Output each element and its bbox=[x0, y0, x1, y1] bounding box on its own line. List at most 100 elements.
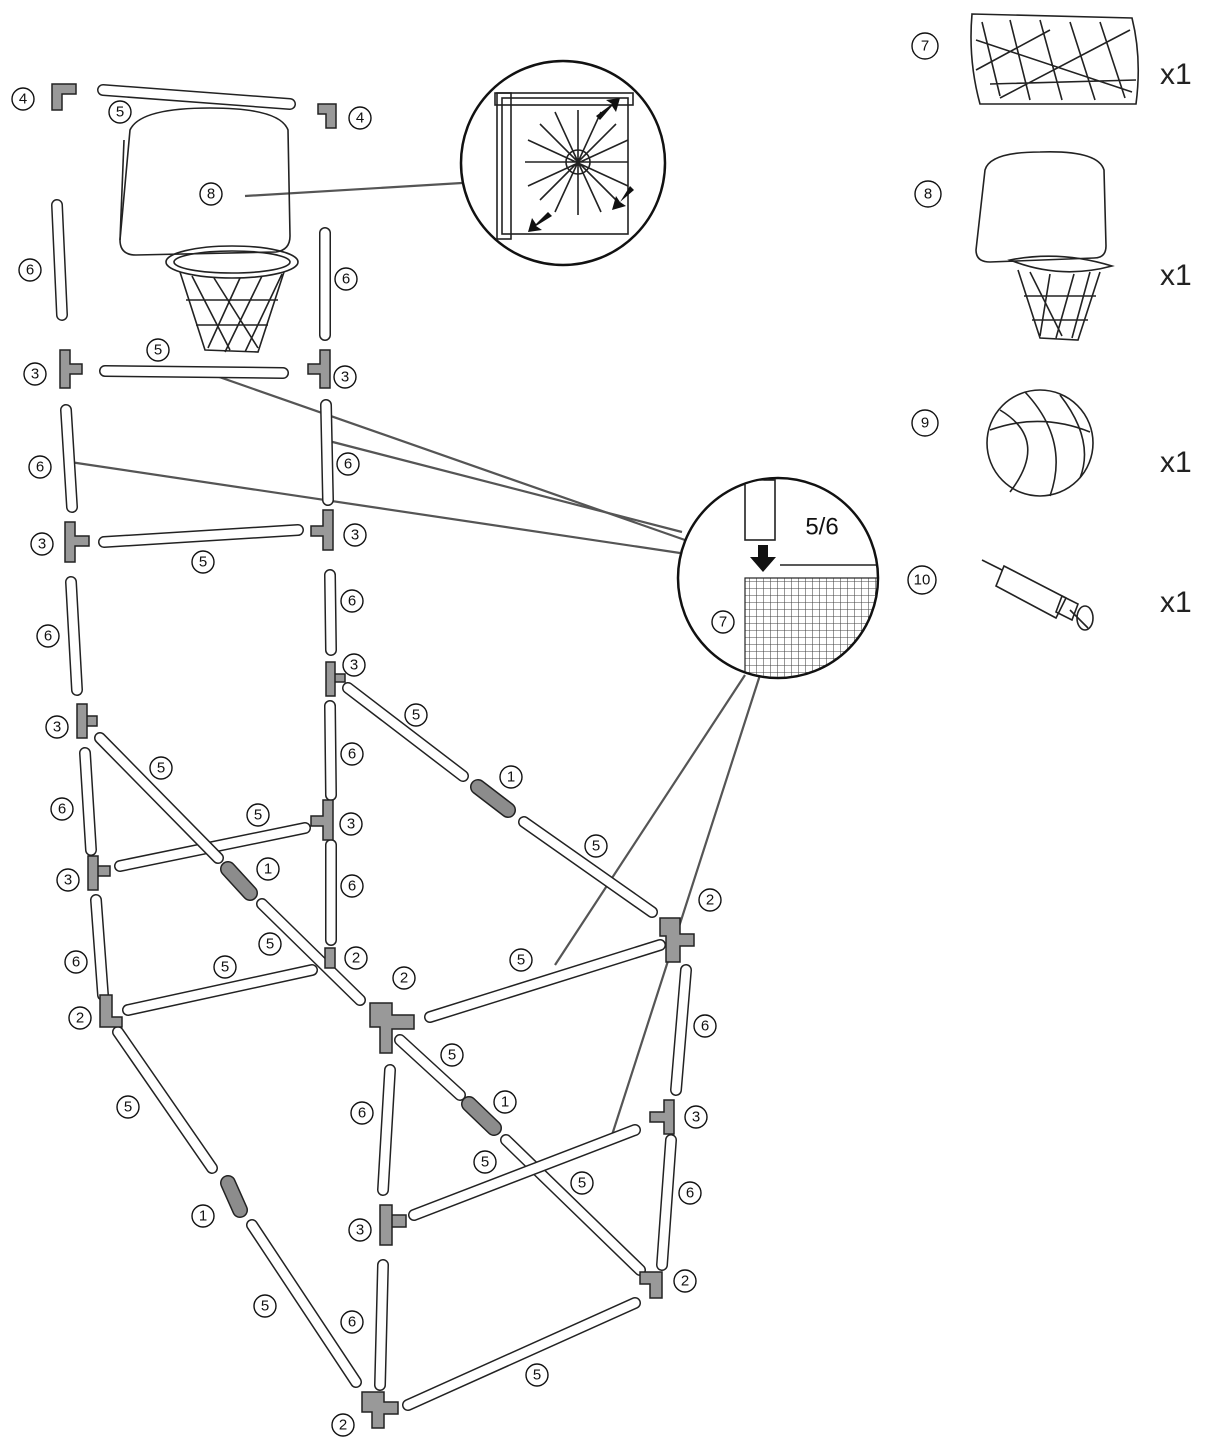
part-label: 2 bbox=[681, 1273, 689, 1290]
arrow-icon bbox=[528, 212, 552, 232]
arrow-down-icon bbox=[750, 545, 776, 572]
part-label: 6 bbox=[58, 801, 66, 818]
part-label: 6 bbox=[348, 746, 356, 763]
part-label: 3 bbox=[341, 369, 349, 386]
part-label: 5 bbox=[592, 838, 600, 855]
part-basketball: 9 x1 bbox=[911, 389, 1192, 497]
backboard-hoop-icon bbox=[975, 151, 1115, 341]
part-label: 6 bbox=[348, 593, 356, 610]
part-label: 3 bbox=[351, 527, 359, 544]
part-label: 5 bbox=[517, 952, 525, 969]
part-label: 2 bbox=[400, 970, 408, 987]
part-label: 5 bbox=[254, 807, 262, 824]
part-label: 3 bbox=[692, 1109, 700, 1126]
detail-net-label: 7 bbox=[719, 614, 727, 631]
tee-connector bbox=[87, 855, 111, 891]
part-label: 6 bbox=[348, 1314, 356, 1331]
tee-connector bbox=[379, 1204, 407, 1246]
part-label: 3 bbox=[347, 816, 355, 833]
arrow-icon bbox=[612, 186, 634, 210]
part-quantity: x1 bbox=[1160, 586, 1192, 619]
part-label: 2 bbox=[352, 950, 360, 967]
part-label: 8 bbox=[207, 186, 215, 203]
part-label: 5 bbox=[199, 554, 207, 571]
assembly-labels: 8 4 4 5 5 5 5 5 5 5 5 5 5 5 5 5 5 5 bbox=[11, 87, 722, 1437]
part-label: 5 bbox=[116, 104, 124, 121]
part-label: 5 bbox=[124, 1099, 132, 1116]
corner-connector bbox=[317, 103, 337, 129]
part-label: 6 bbox=[344, 456, 352, 473]
part-quantity: x1 bbox=[1160, 58, 1192, 91]
detail-net-attachment: 5/6 7 bbox=[676, 476, 880, 680]
part-label: 1 bbox=[501, 1094, 509, 1111]
corner-connector bbox=[51, 83, 77, 111]
part-label: 6 bbox=[358, 1105, 366, 1122]
elbow-connector bbox=[324, 947, 336, 969]
part-label: 5 bbox=[221, 959, 229, 976]
part-net: 7 x1 bbox=[911, 13, 1192, 105]
part-label: 6 bbox=[72, 954, 80, 971]
part-label: 5 bbox=[448, 1047, 456, 1064]
part-label: 6 bbox=[701, 1018, 709, 1035]
couplers bbox=[220, 779, 516, 1218]
part-label: 3 bbox=[350, 657, 358, 674]
part-number: 7 bbox=[921, 38, 929, 55]
part-label: 6 bbox=[342, 271, 350, 288]
part-number: 10 bbox=[914, 572, 931, 589]
part-label: 6 bbox=[348, 878, 356, 895]
part-label: 1 bbox=[507, 769, 515, 786]
hoop-net bbox=[179, 271, 285, 353]
arrow-icon bbox=[596, 98, 620, 120]
part-label: 4 bbox=[356, 110, 364, 127]
part-label: 3 bbox=[53, 719, 61, 736]
part-label: 5 bbox=[154, 342, 162, 359]
detail-tube-label: 5/6 bbox=[805, 514, 838, 541]
pump-icon bbox=[981, 559, 1094, 631]
part-label: 5 bbox=[533, 1367, 541, 1384]
part-label: 3 bbox=[356, 1222, 364, 1239]
elbow-connector bbox=[361, 1391, 399, 1429]
tee-connector bbox=[307, 349, 331, 389]
part-label: 5 bbox=[261, 1298, 269, 1315]
tee-connector bbox=[310, 799, 334, 841]
part-quantity: x1 bbox=[1160, 259, 1192, 292]
tee-connector bbox=[310, 509, 334, 551]
part-number: 9 bbox=[921, 415, 929, 432]
part-label: 4 bbox=[19, 91, 27, 108]
part-label: 6 bbox=[686, 1185, 694, 1202]
part-number: 8 bbox=[924, 186, 932, 203]
elbow-connector bbox=[639, 1271, 663, 1299]
part-label: 6 bbox=[26, 262, 34, 279]
part-backboard: 8 x1 bbox=[914, 151, 1192, 341]
elbow-connector bbox=[659, 917, 695, 963]
part-label: 5 bbox=[578, 1175, 586, 1192]
part-label: 2 bbox=[706, 892, 714, 909]
part-label: 3 bbox=[38, 536, 46, 553]
part-label: 1 bbox=[264, 861, 272, 878]
part-label: 5 bbox=[481, 1154, 489, 1171]
detail-backboard-clip bbox=[459, 59, 667, 267]
net-icon bbox=[970, 13, 1140, 105]
part-label: 1 bbox=[199, 1208, 207, 1225]
backboard bbox=[119, 107, 291, 256]
part-label: 3 bbox=[31, 366, 39, 383]
elbow-connector bbox=[369, 1002, 415, 1054]
part-quantity: x1 bbox=[1160, 446, 1192, 479]
backboard-assembly bbox=[119, 107, 299, 353]
elbow-connector bbox=[99, 994, 123, 1028]
tee-connector bbox=[64, 521, 90, 563]
tee-connector bbox=[59, 349, 83, 389]
part-label: 6 bbox=[36, 459, 44, 476]
tee-connector bbox=[649, 1099, 675, 1135]
part-label: 3 bbox=[64, 872, 72, 889]
part-label: 5 bbox=[412, 707, 420, 724]
tee-connector bbox=[325, 661, 346, 697]
callout-lines bbox=[69, 181, 762, 1136]
part-label: 2 bbox=[76, 1010, 84, 1027]
part-label: 5 bbox=[266, 936, 274, 953]
part-label: 6 bbox=[44, 628, 52, 645]
basketball-icon bbox=[986, 389, 1094, 497]
part-label: 5 bbox=[157, 760, 165, 777]
